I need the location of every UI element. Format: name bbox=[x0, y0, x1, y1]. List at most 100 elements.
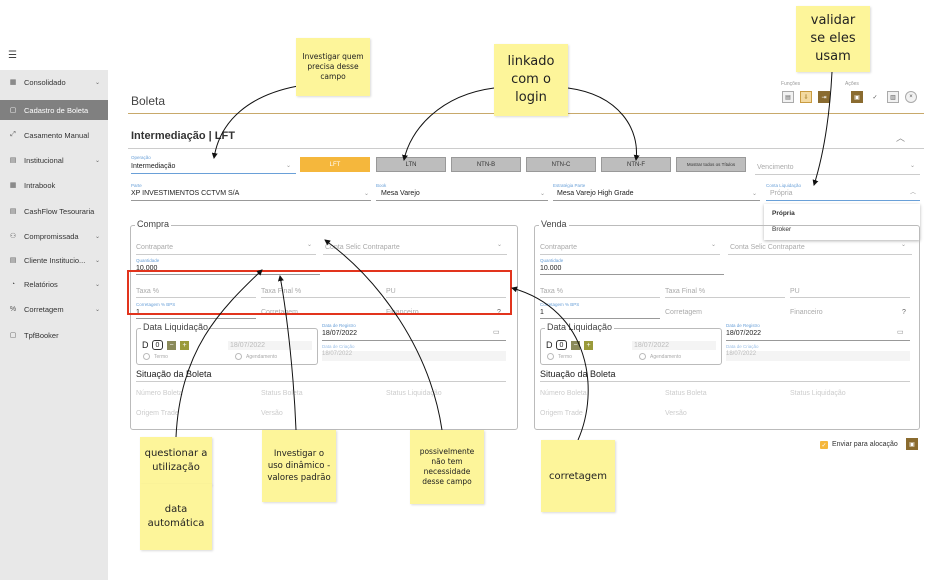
venda-d-input[interactable]: 0 bbox=[556, 340, 567, 350]
sidebar-item-cliente-institucional[interactable]: ▤ Cliente Institucio... ⌄ bbox=[0, 250, 108, 270]
note-investigar-dinamico: Investigar o uso dinâmico - valores padr… bbox=[262, 430, 336, 502]
sidebar-item-tpfbooker[interactable]: ▢ TpfBooker bbox=[0, 325, 108, 345]
venda-quantidade-underline bbox=[540, 274, 724, 275]
operacao-select[interactable]: Intermediação bbox=[131, 163, 176, 170]
cancel-button[interactable]: × bbox=[905, 91, 917, 103]
operacao-underline bbox=[131, 173, 296, 174]
export-button[interactable]: ⇥ bbox=[818, 91, 830, 103]
import-button[interactable]: ⇩ bbox=[800, 91, 812, 103]
tab-ntn-b[interactable]: NTN-B bbox=[451, 157, 521, 172]
venda-data-registro-input[interactable]: 18/07/2022 bbox=[726, 330, 762, 337]
compra-quantidade-input[interactable]: 10.000 bbox=[136, 265, 158, 272]
compra-contraparte-select[interactable]: Contraparte bbox=[136, 244, 173, 251]
tab-mostrar-todos[interactable]: Mostrar todos os Títulos bbox=[676, 157, 746, 172]
note-linkado: linkado com o login bbox=[494, 44, 568, 116]
note-corretagem: corretagem bbox=[541, 440, 615, 512]
venda-minus-button[interactable]: − bbox=[571, 341, 580, 350]
trash-icon: ▥ bbox=[890, 94, 896, 101]
venda-situacao-title: Situação da Boleta bbox=[540, 369, 616, 379]
tab-ntn-f[interactable]: NTN-F bbox=[601, 157, 671, 172]
confirm-button[interactable]: ✓ bbox=[869, 91, 881, 103]
venda-termo-radio[interactable] bbox=[547, 353, 554, 360]
sidebar-item-corretagem[interactable]: % Corretagem ⌄ bbox=[0, 299, 108, 319]
compra-corretagem-label: Corretagem % BPS bbox=[136, 302, 176, 307]
parte-select[interactable]: XP INVESTIMENTOS CCTVM S/A bbox=[131, 190, 240, 197]
compra-termo-radio[interactable] bbox=[143, 353, 150, 360]
enviar-alocacao-checkbox[interactable]: ✓ bbox=[820, 441, 828, 449]
compra-conta-selic-select[interactable]: Conta Selic Contraparte bbox=[325, 244, 400, 251]
chevron-down-icon: ⌄ bbox=[752, 191, 758, 197]
compra-taxa-input[interactable]: Taxa % bbox=[136, 288, 159, 295]
sidebar-item-casamento-manual[interactable]: ⤢ Casamento Manual bbox=[0, 125, 108, 145]
enviar-alocacao-button[interactable]: ▣ bbox=[906, 438, 918, 450]
building-icon: ▤ bbox=[9, 257, 17, 264]
help-icon[interactable]: ? bbox=[902, 309, 906, 316]
venda-contraparte-select[interactable]: Contraparte bbox=[540, 244, 577, 251]
venda-plus-button[interactable]: + bbox=[584, 341, 593, 350]
venda-corretagem-valor-input[interactable]: Corretagem bbox=[665, 309, 702, 316]
sidebar-item-cadastro-de-boleta[interactable]: ▢ Cadastro de Boleta bbox=[0, 100, 108, 120]
compra-versao: Versão bbox=[261, 410, 283, 417]
venda-status-boleta: Status Boleta bbox=[665, 390, 707, 397]
venda-pu-input[interactable]: PU bbox=[790, 288, 800, 295]
estrategia-select[interactable]: Mesa Varejo High Grade bbox=[557, 190, 634, 197]
chevron-down-icon: ⌄ bbox=[307, 242, 313, 248]
compra-agendamento-radio[interactable] bbox=[235, 353, 242, 360]
compra-d-input[interactable]: 0 bbox=[152, 340, 163, 350]
parte-underline bbox=[131, 200, 371, 201]
venda-taxa-final-input[interactable]: Taxa Final % bbox=[665, 288, 706, 295]
venda-data-registro-label: Data de Registro bbox=[726, 323, 760, 328]
book-select[interactable]: Mesa Varejo bbox=[381, 190, 420, 197]
venda-numero-boleta: Número Boleta bbox=[540, 390, 587, 397]
compra-plus-button[interactable]: + bbox=[180, 341, 189, 350]
venda-financeiro-input[interactable]: Financeiro bbox=[790, 309, 823, 316]
acoes-label: Ações bbox=[845, 81, 859, 87]
operacao-label: Operação bbox=[131, 155, 151, 160]
sidebar-item-intrabook[interactable]: ▦ Intrabook bbox=[0, 175, 108, 195]
compra-minus-button[interactable]: − bbox=[167, 341, 176, 350]
compra-corretagem-input[interactable]: 1 bbox=[136, 309, 140, 316]
compra-taxa-final-underline bbox=[261, 297, 381, 298]
compra-agendamento-label: Agendamento bbox=[246, 354, 278, 360]
venda-taxa-input[interactable]: Taxa % bbox=[540, 288, 563, 295]
sidebar-item-label: TpfBooker bbox=[24, 330, 59, 340]
conta-underline bbox=[766, 200, 920, 201]
venda-quantidade-input[interactable]: 10.000 bbox=[540, 265, 562, 272]
save-button[interactable]: ▣ bbox=[851, 91, 863, 103]
compra-data-registro-label: Data de Registro bbox=[322, 323, 356, 328]
menu-collapse-icon[interactable]: ☰ bbox=[8, 50, 17, 61]
file-button[interactable]: ▤ bbox=[782, 91, 794, 103]
sidebar-item-label: Consolidado bbox=[24, 77, 66, 87]
venda-corretagem-input[interactable]: 1 bbox=[540, 309, 544, 316]
compra-data-criacao-label: Data de Criação bbox=[322, 344, 355, 349]
delete-button[interactable]: ▥ bbox=[887, 91, 899, 103]
conta-liquidacao-select[interactable]: Própria bbox=[770, 190, 793, 197]
sidebar-item-institucional[interactable]: ▤ Institucional ⌄ bbox=[0, 150, 108, 170]
help-icon[interactable]: ? bbox=[497, 309, 501, 316]
calendar-icon[interactable]: ▭ bbox=[897, 329, 904, 336]
sidebar-item-cashflow-tesouraria[interactable]: ▤ CashFlow Tesouraria bbox=[0, 201, 108, 221]
tab-lft[interactable]: LFT bbox=[300, 157, 370, 172]
sidebar-item-label: Corretagem bbox=[24, 304, 64, 314]
sidebar-item-consolidado[interactable]: ▦ Consolidado ⌄ bbox=[0, 72, 108, 92]
sidebar-item-label: Casamento Manual bbox=[24, 130, 90, 140]
compra-data-registro-input[interactable]: 18/07/2022 bbox=[322, 330, 358, 337]
collapse-icon[interactable]: ︿ bbox=[896, 133, 906, 143]
compra-data-registro-underline bbox=[322, 340, 506, 341]
compra-origem-trade: Origem Trade bbox=[136, 410, 179, 417]
venda-data-display: 18/07/2022 bbox=[632, 341, 716, 350]
vencimento-select[interactable]: Vencimento bbox=[757, 164, 794, 171]
calendar-icon[interactable]: ▭ bbox=[493, 329, 500, 336]
venda-quantidade-label: Quantidade bbox=[540, 258, 564, 263]
sidebar-item-relatorios[interactable]: ◔ Relatórios ⌄ bbox=[0, 274, 108, 294]
compra-status-liquidacao: Status Liquidação bbox=[386, 390, 442, 397]
compra-corretagem-valor-input[interactable]: Corretagem bbox=[261, 309, 298, 316]
venda-agendamento-radio[interactable] bbox=[639, 353, 646, 360]
sidebar-item-compromissada[interactable]: ⚇ Compromissada ⌄ bbox=[0, 226, 108, 246]
tab-ltn[interactable]: LTN bbox=[376, 157, 446, 172]
dropdown-option-propria[interactable]: Própria bbox=[772, 210, 795, 217]
dropdown-option-broker[interactable]: Broker bbox=[772, 226, 792, 233]
tab-ntn-c[interactable]: NTN-C bbox=[526, 157, 596, 172]
venda-conta-selic-select[interactable]: Conta Selic Contraparte bbox=[730, 244, 805, 251]
venda-d-label: D bbox=[546, 340, 553, 350]
